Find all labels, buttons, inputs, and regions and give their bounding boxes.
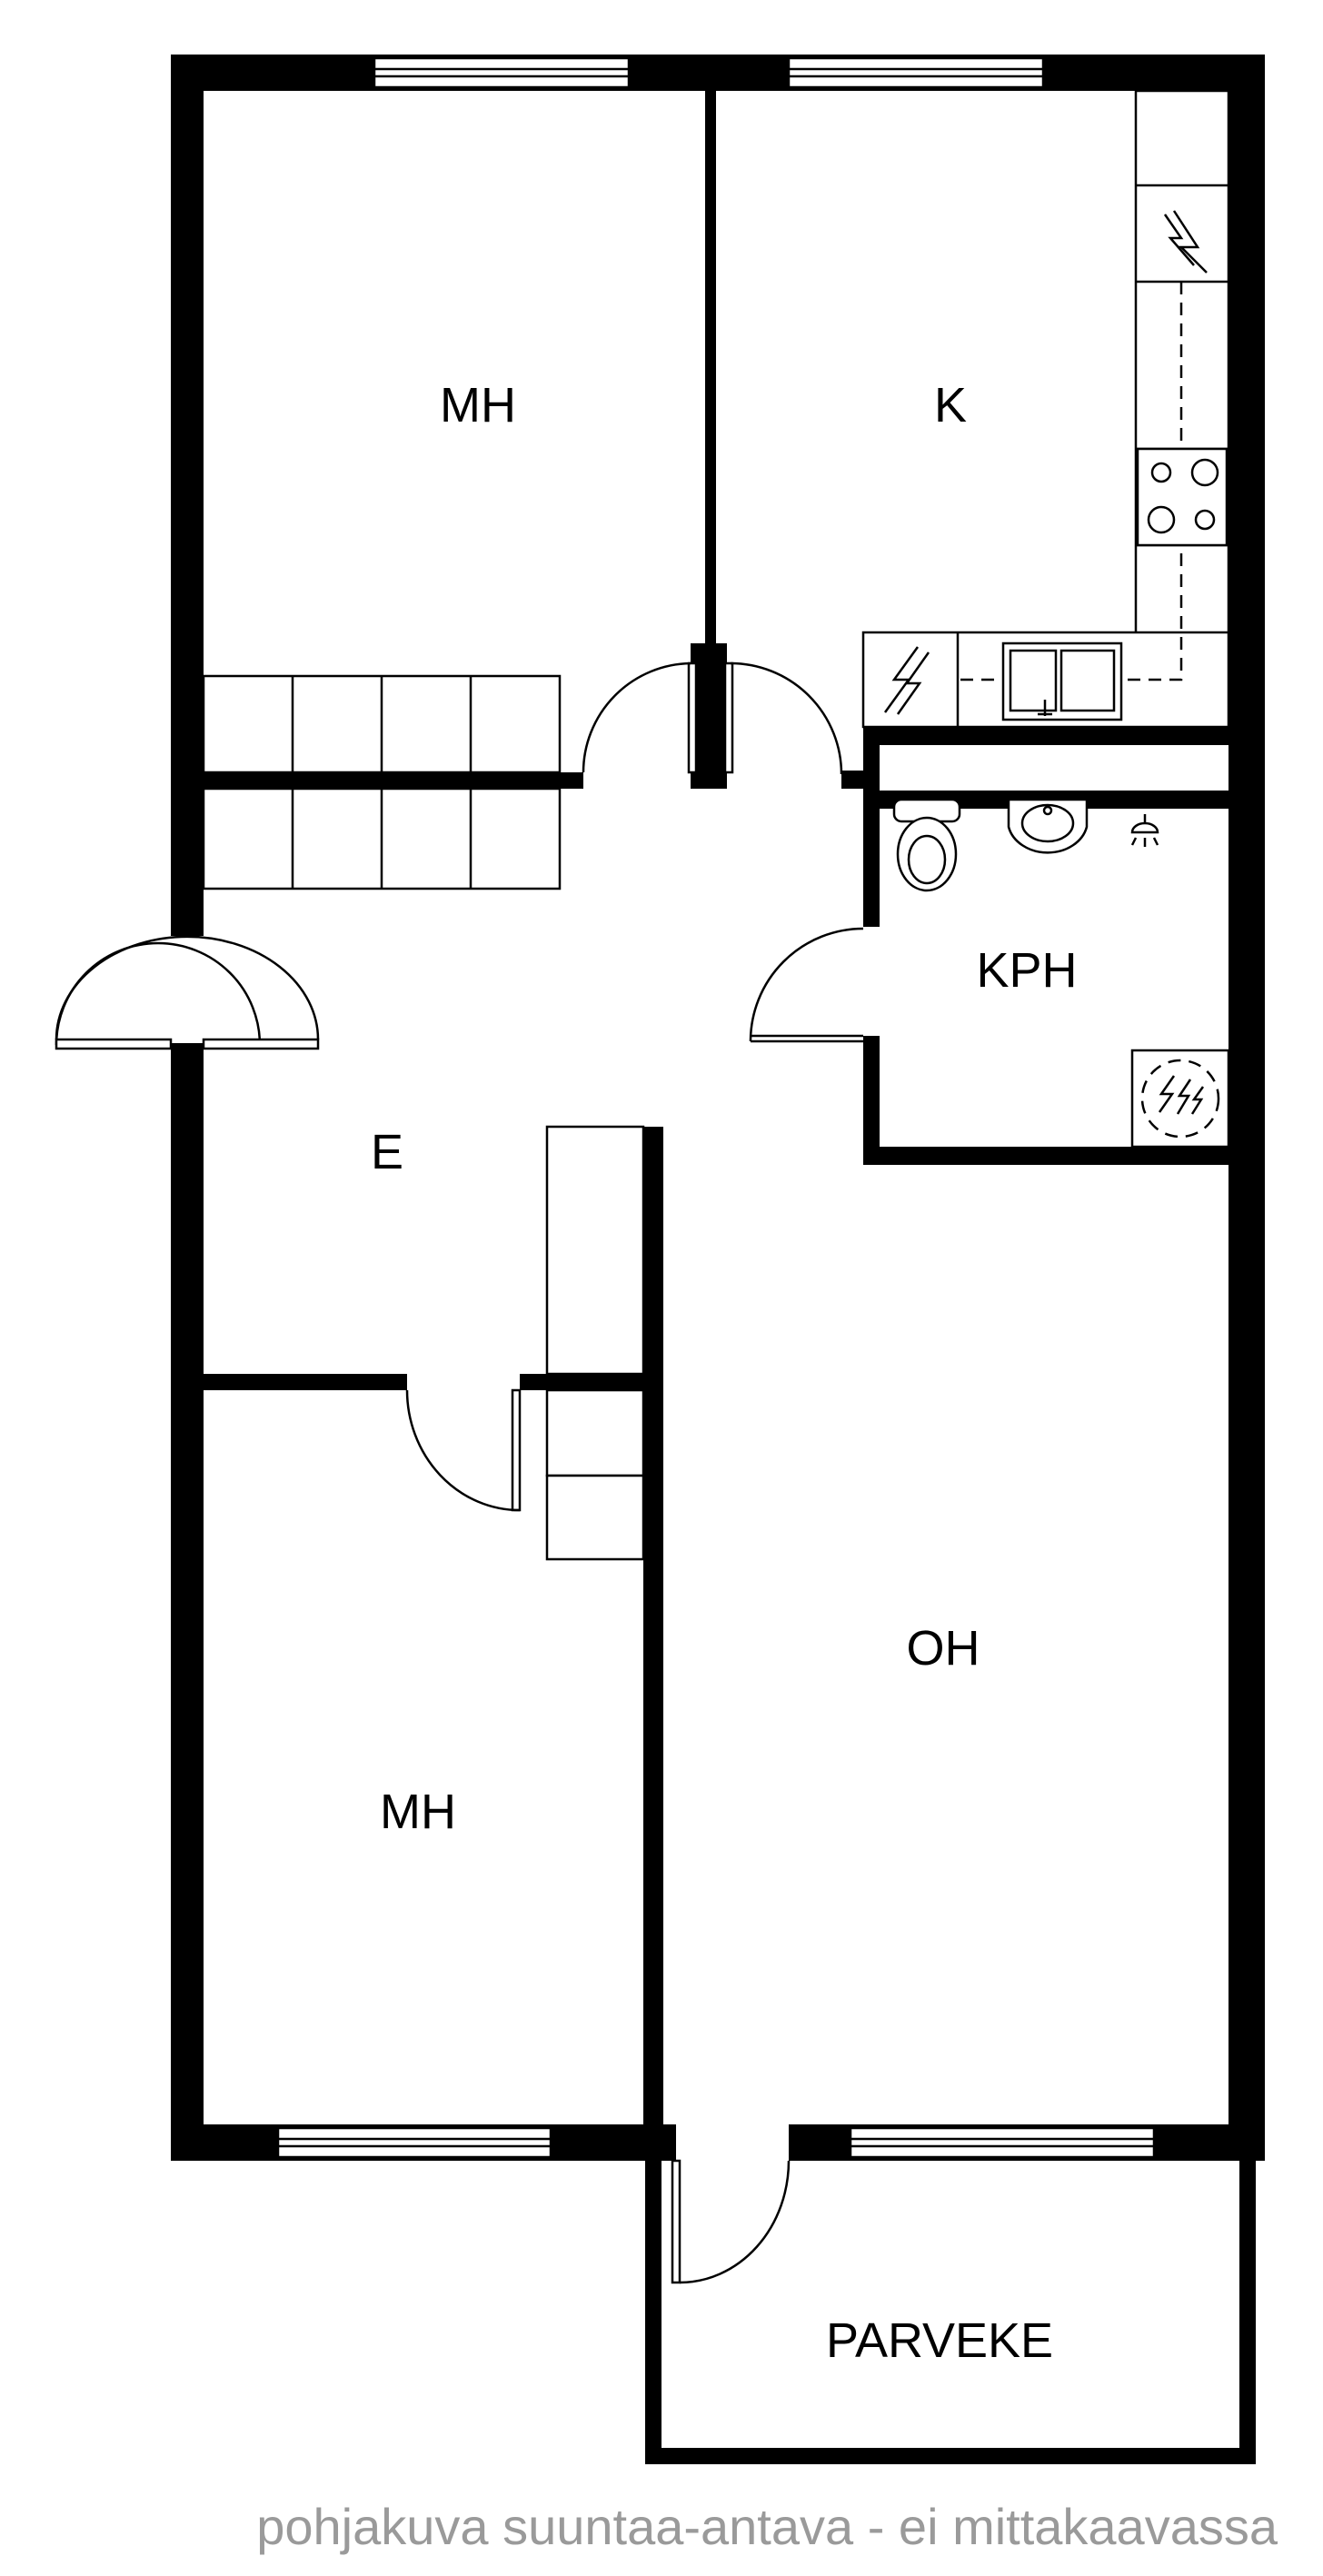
dishwasher-icon <box>883 646 920 713</box>
bathroom-door <box>749 927 864 1043</box>
refrigerator-icon <box>1172 210 1208 274</box>
toilet-icon <box>892 798 961 892</box>
kitchen-door <box>723 661 843 775</box>
shower-icon <box>1130 814 1159 847</box>
wardrobe-top <box>202 674 562 890</box>
window-bottom-bedroom <box>276 2126 552 2159</box>
balcony-door <box>671 2159 791 2284</box>
stove-icon <box>1136 447 1228 547</box>
label-bedroom-bottom: MH <box>380 1785 456 1839</box>
label-balcony: PARVEKE <box>826 2313 1053 2368</box>
outer-walls <box>171 55 1265 2161</box>
disclaimer-caption: pohjakuva suuntaa-antava - ei mittakaava… <box>256 2498 1278 2555</box>
balcony-walls <box>645 2161 1256 2464</box>
entrance-door <box>55 935 320 1050</box>
interior-walls <box>204 91 1228 2161</box>
kitchen-sink-icon <box>1001 642 1123 721</box>
window-living-room <box>849 2126 1156 2159</box>
window-kitchen <box>787 56 1045 89</box>
doors <box>55 661 864 2284</box>
kitchen-counters <box>861 89 1230 729</box>
washing-machine-icon <box>1130 1049 1230 1149</box>
windows <box>276 56 1156 2159</box>
label-hall: E <box>371 1125 403 1179</box>
room-labels: MH K KPH E OH MH PARVEKE <box>371 378 1078 2368</box>
window-top-bedroom <box>373 56 631 89</box>
label-bathroom: KPH <box>976 943 1077 998</box>
wardrobe-hall <box>545 1125 645 1561</box>
bedroom-bottom-door <box>405 1388 522 1512</box>
washbasin-icon <box>1007 798 1089 854</box>
bedroom-top-door <box>582 661 698 774</box>
label-kitchen: K <box>934 378 967 433</box>
label-bedroom-top: MH <box>440 378 516 433</box>
label-living-room: OH <box>907 1621 980 1676</box>
